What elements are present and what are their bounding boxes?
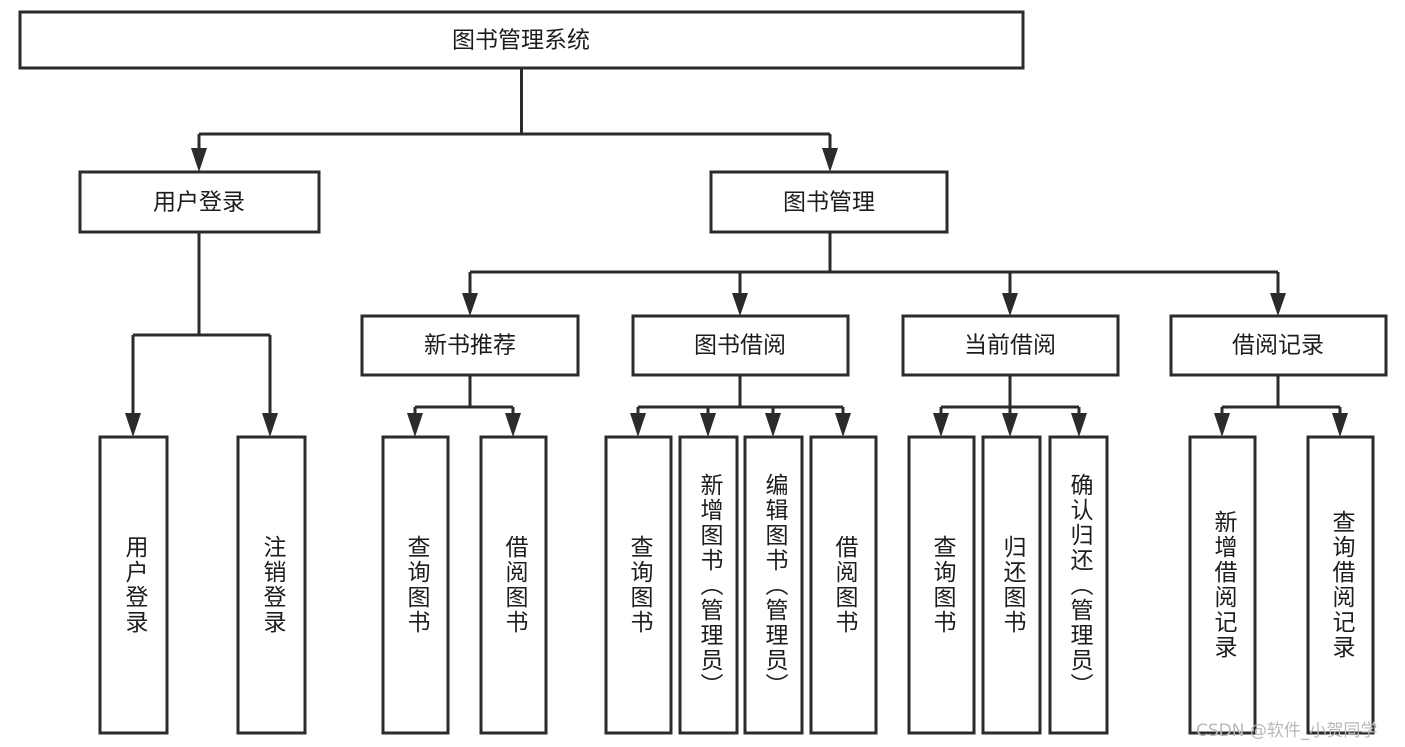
node-user-login[interactable]	[78, 170, 321, 234]
label-new-book-recommend: 新书推荐	[424, 333, 516, 359]
node-leaf-borrow-book-2[interactable]	[809, 435, 878, 735]
watermark-text: CSDN @软件_小贺同学	[1196, 721, 1378, 741]
node-book-manage[interactable]	[709, 170, 949, 234]
arrowhead-leaf-logout	[262, 413, 278, 437]
node-leaf-return-book[interactable]	[981, 435, 1042, 735]
node-leaf-logout[interactable]	[236, 435, 307, 735]
arrowhead-leaf-edit-book	[765, 413, 781, 437]
arrowhead-leaf-user-login	[125, 413, 141, 437]
arrowhead-leaf-query-book-3	[933, 413, 949, 437]
node-leaf-query-book-1[interactable]	[381, 435, 450, 735]
label-borrow-record: 借阅记录	[1232, 333, 1324, 359]
arrowhead-book-borrow	[732, 293, 748, 316]
node-leaf-add-book[interactable]	[678, 435, 739, 735]
node-book-borrow[interactable]	[631, 314, 850, 377]
node-leaf-edit-book[interactable]	[743, 435, 804, 735]
label-book-borrow: 图书借阅	[694, 333, 786, 359]
node-leaf-query-book-3[interactable]	[907, 435, 976, 735]
node-leaf-borrow-book-1[interactable]	[479, 435, 548, 735]
arrowhead-book-manage	[822, 148, 838, 172]
connector-layer	[125, 68, 1348, 437]
horizontal-label-layer: 图书管理系统 用户登录 图书管理 新书推荐 图书借阅 当前借阅 借阅记录	[153, 28, 1324, 359]
arrowhead-leaf-query-record	[1332, 413, 1348, 437]
node-new-book-recommend[interactable]	[360, 314, 580, 377]
arrowhead-new-book-recommend	[462, 293, 478, 316]
arrowhead-leaf-query-book-2	[630, 413, 646, 437]
label-current-borrow: 当前借阅	[964, 333, 1056, 359]
arrowhead-borrow-record	[1270, 293, 1286, 316]
label-book-manage: 图书管理	[783, 190, 875, 216]
arrowhead-leaf-return-book	[1002, 413, 1018, 437]
node-leaf-add-record[interactable]	[1188, 435, 1257, 735]
arrowhead-leaf-add-record	[1214, 413, 1230, 437]
label-title: 图书管理系统	[452, 28, 590, 54]
arrowhead-leaf-borrow-book-2	[835, 413, 851, 437]
node-leaf-user-login[interactable]	[98, 435, 169, 735]
arrowhead-leaf-borrow-book-1	[505, 413, 521, 437]
arrowhead-leaf-confirm-return	[1071, 413, 1087, 437]
arrowhead-leaf-add-book	[700, 413, 716, 437]
arrowhead-current-borrow	[1002, 293, 1018, 316]
node-borrow-record[interactable]	[1169, 314, 1388, 377]
node-current-borrow[interactable]	[901, 314, 1120, 377]
node-leaf-confirm-return[interactable]	[1048, 435, 1109, 735]
node-title-box[interactable]	[18, 10, 1025, 70]
node-leaf-query-record[interactable]	[1306, 435, 1375, 735]
node-layer	[18, 10, 1388, 735]
node-leaf-query-book-2[interactable]	[604, 435, 673, 735]
label-user-login: 用户登录	[153, 190, 245, 216]
arrowhead-user-login	[191, 148, 207, 172]
arrowhead-leaf-query-book-1	[407, 413, 423, 437]
